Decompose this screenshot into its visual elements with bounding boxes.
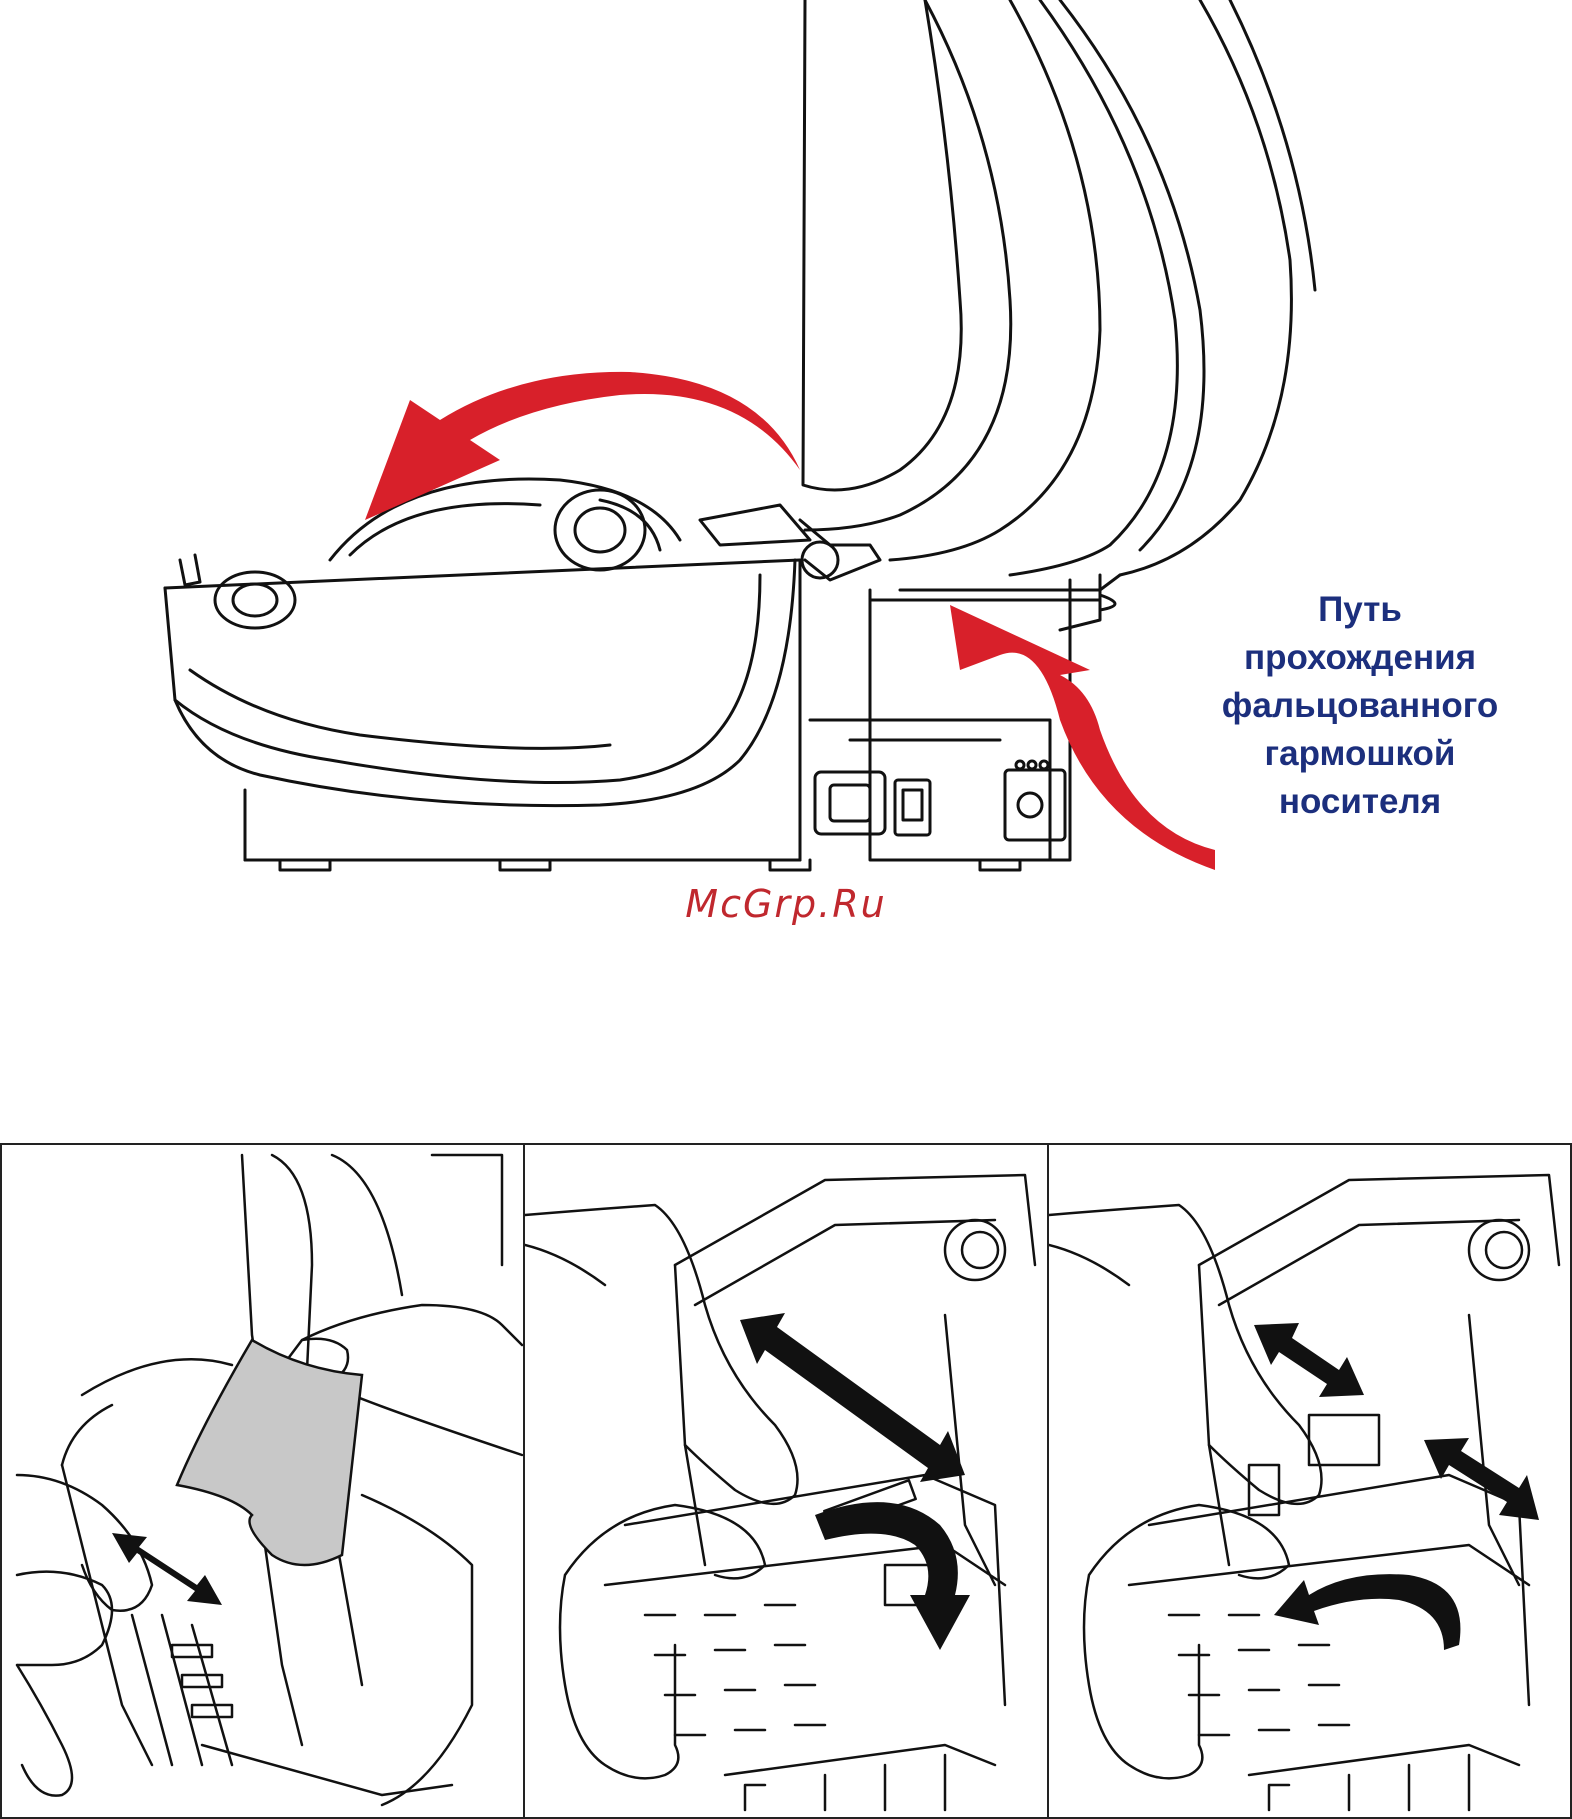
power-jack-icon <box>1005 770 1065 840</box>
usb-port-icon <box>815 772 885 834</box>
caption-line: гармошкой <box>1170 730 1550 778</box>
printer-lid <box>803 0 961 490</box>
panel-3 <box>1047 1143 1572 1819</box>
red-curved-arrow-icon <box>365 372 800 520</box>
double-arrow-icon <box>740 1313 965 1482</box>
curved-arrow-icon <box>1274 1574 1460 1650</box>
media-sheet-icon <box>177 1340 362 1565</box>
panel-2 <box>523 1143 1050 1819</box>
hand-icon <box>17 1475 152 1796</box>
caption-line: носителя <box>1170 778 1550 826</box>
caption-line: фальцованного <box>1170 682 1550 730</box>
caption-line: прохождения <box>1170 634 1550 682</box>
media-path-caption: Путь прохождения фальцованного гармошкой… <box>1170 586 1550 826</box>
panel-1 <box>0 1143 526 1819</box>
curved-arrow-icon <box>815 1502 970 1650</box>
caption-line: Путь <box>1170 586 1550 634</box>
power-switch-icon <box>895 780 930 835</box>
double-arrow-icon <box>112 1533 222 1605</box>
watermark: McGrp.Ru <box>0 882 1572 926</box>
hand-icon <box>560 1505 765 1778</box>
instruction-panels <box>0 1143 1572 1819</box>
hand-icon <box>1049 1205 1322 1504</box>
hand-icon <box>1084 1505 1289 1778</box>
